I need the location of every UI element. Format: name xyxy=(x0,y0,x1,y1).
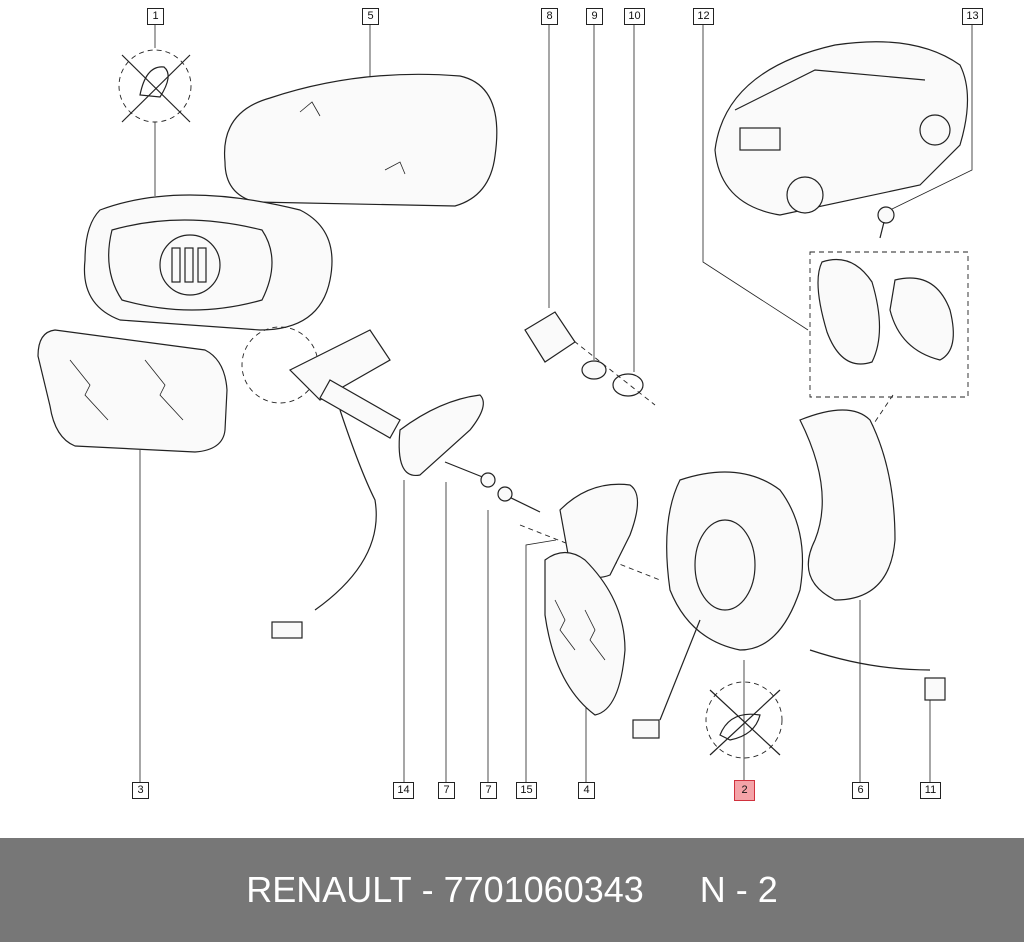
footer-part-number: 7701060343 xyxy=(443,869,644,910)
callout-5: 5 xyxy=(362,8,379,25)
callout-11: 11 xyxy=(920,782,941,799)
mirror-housing xyxy=(83,194,333,331)
callout-14: 14 xyxy=(393,782,414,799)
callout-10: 10 xyxy=(624,8,645,25)
callout-1: 1 xyxy=(147,8,164,25)
footer-separator: - xyxy=(411,869,444,910)
part-10-ring xyxy=(612,373,644,397)
callout-2-highlighted[interactable]: 2 xyxy=(734,780,755,801)
footer-brand: RENAULT xyxy=(246,869,412,910)
part-11-wire xyxy=(809,649,946,701)
part-9-washer xyxy=(581,360,607,380)
callout-3: 3 xyxy=(132,782,149,799)
part-6-cover xyxy=(799,409,896,601)
callout-7a: 7 xyxy=(438,782,455,799)
part-4-glass xyxy=(544,551,626,716)
parts-diagram: 1 5 8 9 10 12 13 3 14 7 7 15 4 2 6 11 xyxy=(37,8,983,801)
callout-7b: 7 xyxy=(480,782,497,799)
callout-4: 4 xyxy=(578,782,595,799)
mirror-base-arm xyxy=(241,326,401,639)
callout-13: 13 xyxy=(962,8,983,25)
part-3-glass xyxy=(37,329,228,453)
part-2-housing xyxy=(632,471,804,759)
part-5-mirror-cover xyxy=(223,73,498,207)
leader-lines xyxy=(139,24,973,782)
part-14-gasket xyxy=(398,394,484,477)
callout-12: 12 xyxy=(693,8,714,25)
footer-ref: N - 2 xyxy=(699,869,778,910)
callout-15: 15 xyxy=(516,782,537,799)
callout-9: 9 xyxy=(586,8,603,25)
part-12-kit xyxy=(809,251,969,398)
part-13-screw xyxy=(877,206,895,239)
callout-8: 8 xyxy=(541,8,558,25)
callout-6: 6 xyxy=(852,782,869,799)
footer-bar: RENAULT - 7701060343 N - 2 xyxy=(0,838,1024,942)
part-8-motor xyxy=(524,311,576,363)
part-7-screws xyxy=(444,461,541,513)
part-1-detail xyxy=(118,49,192,123)
car-illustration xyxy=(714,41,969,216)
exploded-view-drawing xyxy=(37,24,973,782)
